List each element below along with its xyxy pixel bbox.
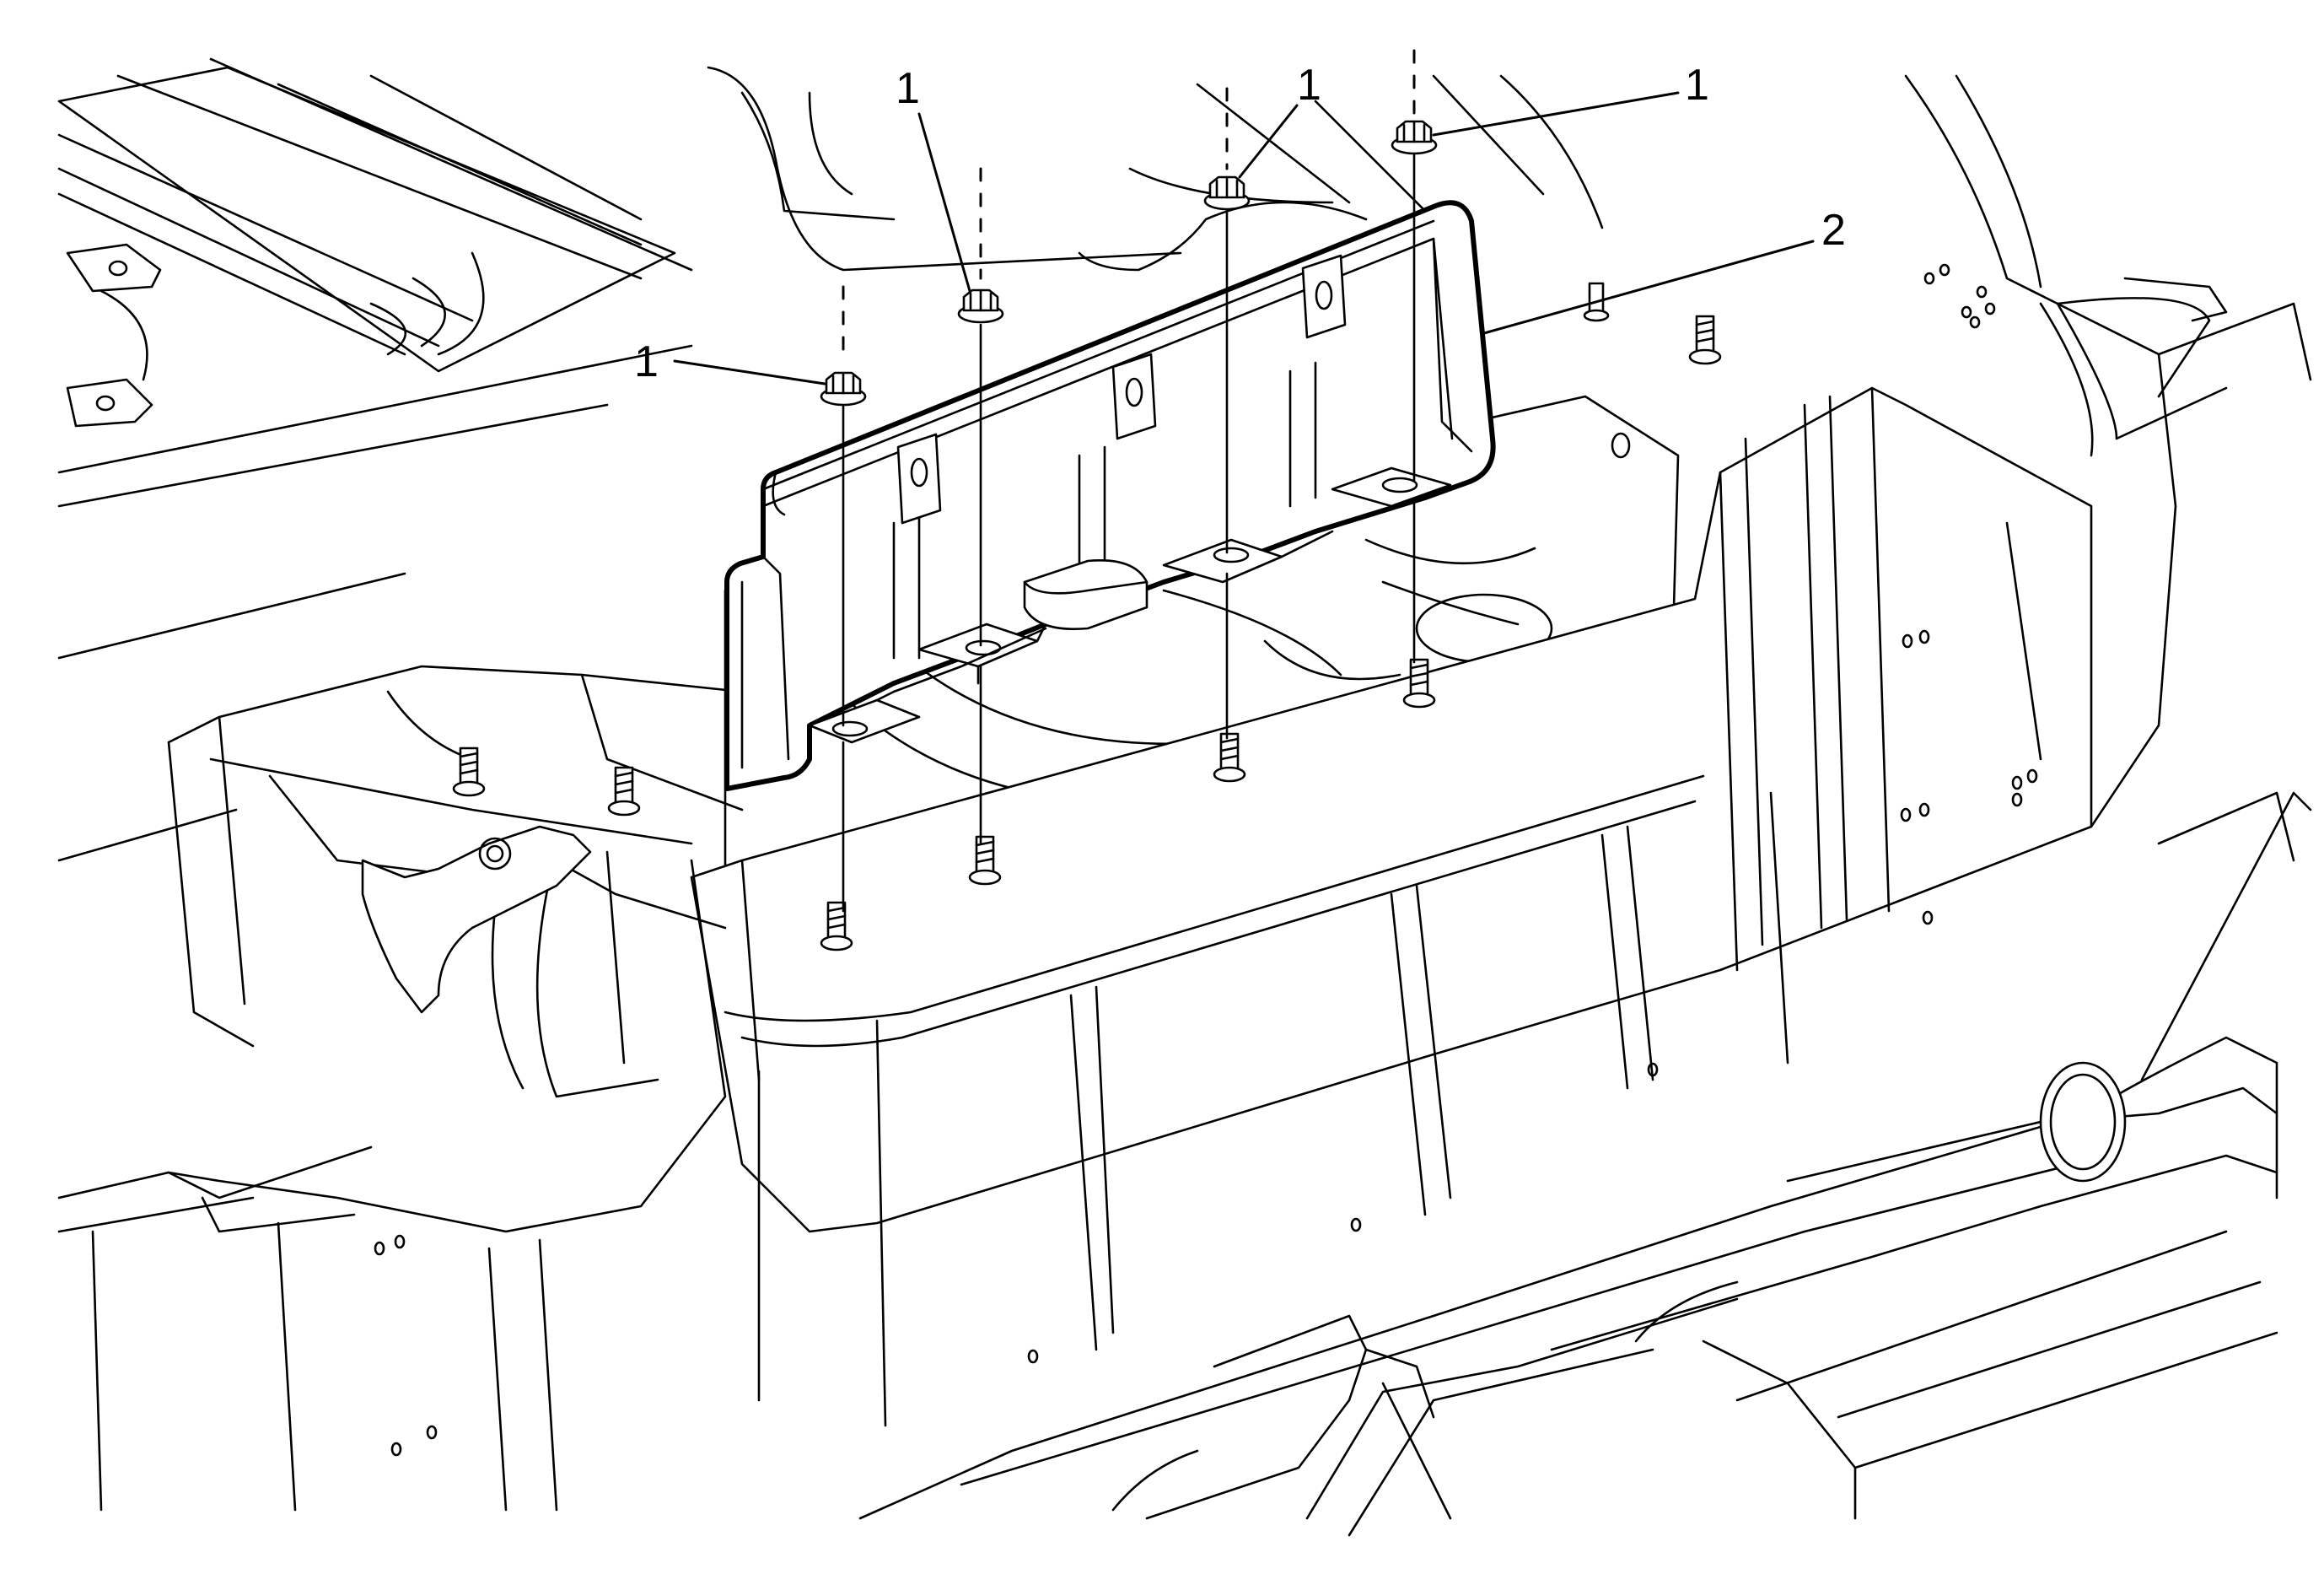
stud-3 bbox=[1213, 732, 1246, 783]
callout-1-left: 1 bbox=[634, 337, 659, 386]
nut-4 bbox=[1391, 49, 1438, 664]
stud-6 bbox=[607, 766, 641, 817]
floor-studs bbox=[452, 282, 1722, 951]
leader-2 bbox=[1482, 240, 1815, 335]
bracket-slot-2 bbox=[1111, 353, 1157, 440]
callout-2: 2 bbox=[1821, 206, 1846, 255]
leader-1b bbox=[917, 112, 971, 293]
callout-1-second: 1 bbox=[896, 64, 920, 113]
bracket-slot-1 bbox=[896, 433, 942, 525]
stud-4 bbox=[1402, 658, 1436, 709]
leader-1d bbox=[1432, 91, 1680, 137]
callout-1-right: 1 bbox=[1685, 61, 1709, 110]
callouts: 1 1 1 1 2 bbox=[634, 61, 1846, 386]
stud-1 bbox=[820, 901, 853, 951]
vehicle-body-outline bbox=[57, 57, 2312, 1537]
bracket-slot-3 bbox=[1301, 254, 1347, 339]
stud-7 bbox=[1688, 315, 1722, 365]
nut-1 bbox=[820, 285, 867, 913]
leader-1a bbox=[673, 359, 826, 385]
bracket bbox=[724, 200, 1496, 791]
callout-1-third: 1 bbox=[1297, 61, 1321, 110]
nuts bbox=[820, 49, 1438, 913]
leader-1c bbox=[1238, 104, 1299, 179]
nut-3 bbox=[1203, 87, 1251, 740]
stud-5 bbox=[452, 747, 486, 797]
stud-2 bbox=[968, 835, 1002, 886]
nut-2 bbox=[957, 167, 1004, 845]
